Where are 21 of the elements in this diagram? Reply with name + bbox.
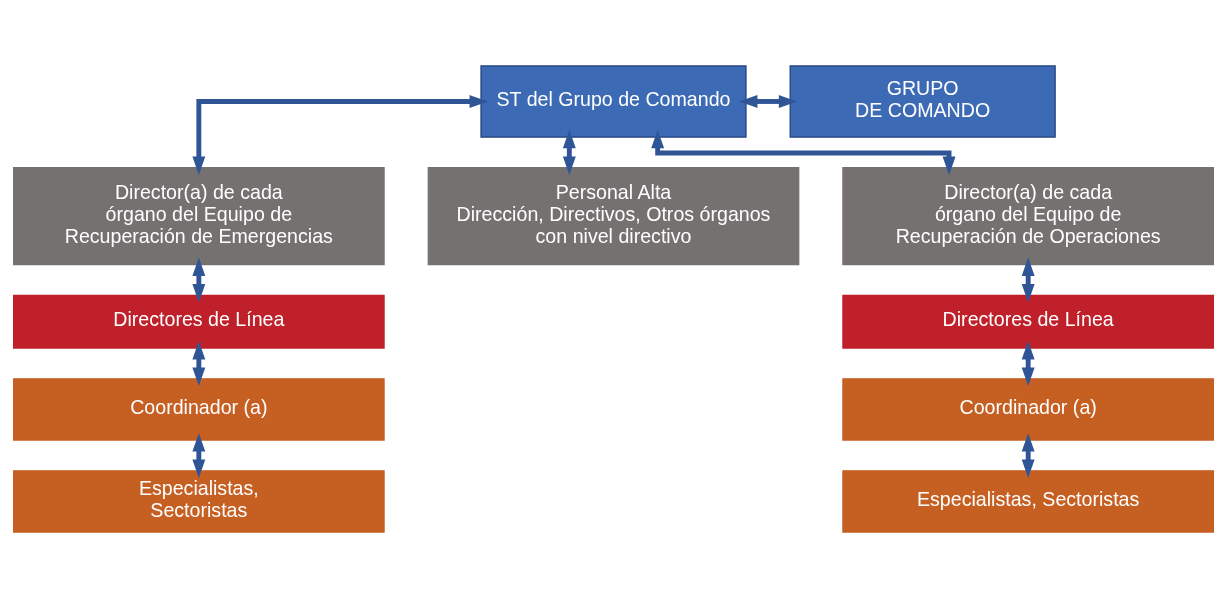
node-box: ST del Grupo de Comando — [480, 64, 747, 138]
arrow — [192, 340, 206, 386]
arrow — [738, 94, 798, 108]
arrow — [1021, 257, 1035, 302]
node-box: Especialistas, Sectoristas — [842, 469, 1215, 533]
node-box: Coordinador (a) — [842, 377, 1215, 441]
arrow — [192, 94, 489, 175]
node-box: Director(a) de cada órgano del Equipo de Recuperación de Operaciones — [842, 166, 1215, 265]
arrow — [192, 432, 206, 478]
arrow — [651, 129, 956, 175]
node-box: Especialistas, Sectoristas — [12, 469, 385, 533]
node-box: Personal Alta Dirección, Directivos, Otros órganos con nivel directivo — [427, 166, 800, 265]
arrow — [192, 257, 206, 302]
arrow — [562, 129, 576, 175]
node-box: Directores de Línea — [12, 294, 385, 349]
node-box: Coordinador (a) — [12, 377, 385, 441]
node-box: Director(a) de cada órgano del Equipo de Recuperación de Emergencias — [12, 166, 385, 265]
arrow — [1021, 432, 1035, 478]
node-box: Directores de Línea — [842, 294, 1215, 349]
node-box: GRUPO DE COMANDO — [789, 64, 1056, 138]
arrow — [1021, 340, 1035, 386]
